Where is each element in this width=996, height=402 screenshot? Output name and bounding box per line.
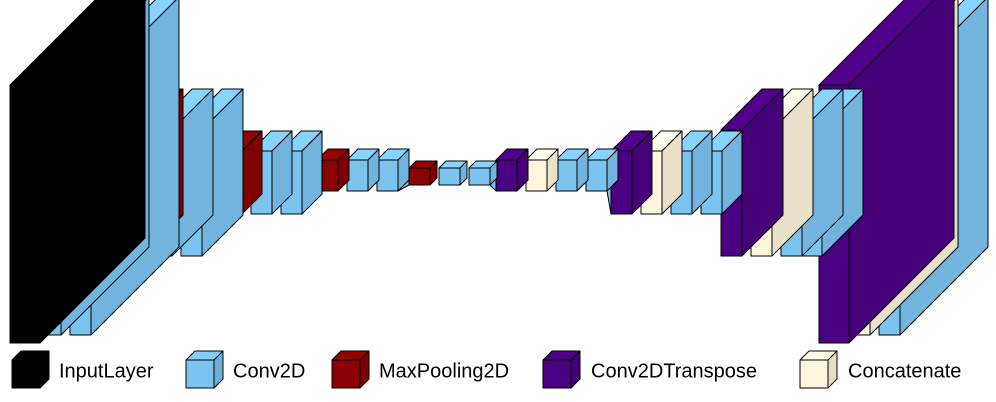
legend-label-maxpooling2d: MaxPooling2D [379, 360, 509, 382]
legend-item-conv2d: Conv2D [185, 350, 305, 389]
swatch-front [11, 359, 41, 389]
layer-blocks [9, 0, 989, 344]
layer-front-face [525, 159, 548, 192]
legend-item-conv2dtranspose: Conv2DTranspose [542, 350, 757, 389]
legend-item-concatenate: Concatenate [799, 350, 961, 389]
swatch-front [185, 359, 215, 389]
layer-block-conv2d [346, 148, 380, 192]
layer-block-maxpooling2d [408, 160, 438, 186]
legend: InputLayer Conv2D MaxPooling2D Conv2DTra… [11, 350, 961, 389]
legend-label-concatenate: Concatenate [848, 360, 961, 382]
layer-front-face [346, 159, 369, 192]
conv2dtranspose-swatch-icon [542, 350, 581, 389]
layer-block-conv2d [585, 148, 619, 192]
layer-front-face [376, 159, 399, 192]
inputlayer-swatch-icon [11, 350, 50, 389]
concatenate-swatch-icon [799, 350, 838, 389]
layer-front-face [408, 167, 431, 186]
network-architecture-diagram [9, 0, 989, 344]
legend-label-conv2dtranspose: Conv2DTranspose [591, 360, 757, 382]
conv2d-swatch-icon [185, 350, 224, 389]
layer-block-conv2dtranspose [495, 148, 529, 192]
layer-front-face [468, 167, 491, 186]
layer-block-conv2d [376, 148, 410, 192]
maxpooling2d-swatch-icon [331, 350, 370, 389]
swatch-front [799, 359, 829, 389]
layer-front-face [9, 84, 41, 344]
layer-block-conv2d [555, 148, 589, 192]
legend-item-inputlayer: InputLayer [11, 350, 154, 389]
legend-item-maxpooling2d: MaxPooling2D [331, 350, 509, 389]
layer-front-face [438, 167, 461, 186]
layer-front-face [585, 159, 608, 192]
layer-block-inputlayer [9, 0, 146, 344]
legend-label-conv2d: Conv2D [233, 360, 305, 382]
layer-front-face [495, 159, 518, 192]
legend-label-inputlayer: InputLayer [59, 360, 154, 382]
layer-block-conv2d [438, 160, 468, 186]
swatch-front [331, 359, 361, 389]
layer-block-concatenate [525, 148, 559, 192]
layer-front-face [555, 159, 578, 192]
layer-block-conv2dtranspose [610, 130, 653, 215]
layer-block-conv2d [468, 160, 498, 186]
swatch-front [542, 359, 572, 389]
